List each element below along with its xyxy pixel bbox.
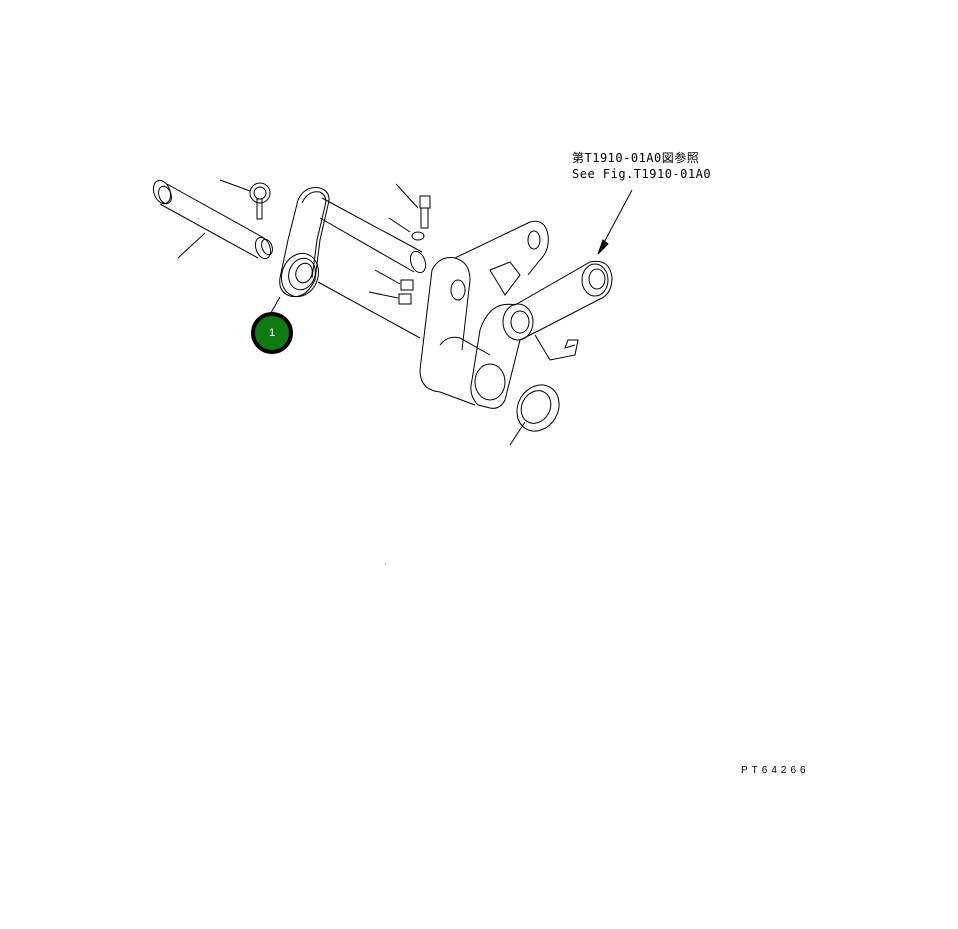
reference-leader xyxy=(600,190,632,250)
link-plate xyxy=(471,261,612,408)
bolt xyxy=(396,184,430,228)
drawing-code: PT64266 xyxy=(741,765,810,776)
pin xyxy=(150,178,274,261)
seal-ring xyxy=(509,377,568,445)
callout-1[interactable]: 1 xyxy=(251,312,293,354)
callout-number: 1 xyxy=(268,327,276,339)
grease-fitting xyxy=(220,180,270,219)
reference-note-jp: 第T1910-01A0図参照 xyxy=(572,151,700,165)
reference-note-en: See Fig.T1910-01A0 xyxy=(572,167,712,181)
arrow-head xyxy=(598,240,608,254)
nuts xyxy=(369,270,413,304)
lever-arm xyxy=(276,188,429,339)
washer xyxy=(389,218,424,240)
bracket xyxy=(420,221,548,405)
